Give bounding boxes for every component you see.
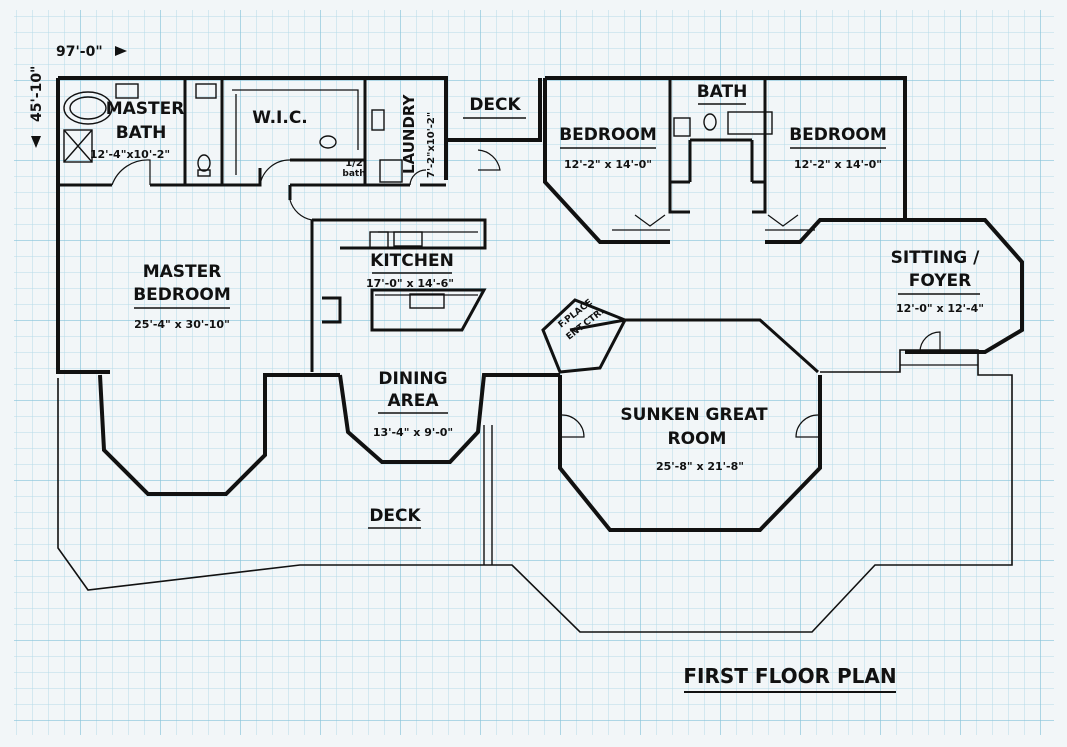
dining-name-1: DINING [378,369,447,389]
overall-depth-dimension: 45'-10" [29,66,45,148]
deck-top-name: DECK [469,95,521,115]
master-bedroom-dims: 25'-4" x 30'-10" [134,318,230,331]
interior-walls [58,78,820,374]
vanity-sink-icon [115,83,139,99]
great-room-name-2: ROOM [668,429,727,449]
dining-name-2: AREA [387,391,439,411]
master-bath-name-2: BATH [116,123,167,143]
toilet-icon [197,154,211,172]
bathtub-icon [63,91,113,125]
bedroom-left-dims: 12'-2" x 14'-0" [564,158,652,171]
master-bedroom-name-2: BEDROOM [133,285,231,305]
laundry-dims: 7'-2"x10'-2" [426,112,437,178]
deck-main-name: DECK [369,506,421,526]
great-room-dims: 25'-8" x 21'-8" [656,460,744,473]
right-arrow-icon [115,46,127,56]
great-room-name-1: SUNKEN GREAT [620,405,768,425]
dining-dims: 13'-4" x 9'-0" [373,426,453,439]
bath-name: BATH [697,82,748,102]
overall-width-label: 97'-0" [56,44,103,60]
exterior-walls [56,76,1024,532]
down-arrow-icon [31,136,41,148]
plan-title: FIRST FLOOR PLAN [683,664,896,688]
door-swings [111,149,941,438]
kitchen-dims: 17'-0" x 14'-6" [366,277,454,290]
closet-shelving [232,89,978,366]
master-bath-name-1: MASTER [106,99,185,119]
sitting-foyer-name-2: FOYER [909,271,971,291]
cooktop-icon [409,293,445,309]
half-bath-name-1: 1/2 [345,158,363,169]
bedroom-right-dims: 12'-2" x 14'-0" [794,158,882,171]
sitting-foyer-dims: 12'-0" x 12'-4" [896,302,984,315]
kitchen-name: KITCHEN [370,251,454,271]
bath-tub-icon [727,111,773,135]
master-bedroom-name-1: MASTER [143,262,222,282]
range-icon [369,231,389,249]
toilet-icon-halfbath [319,135,337,149]
plumbing-fixtures [63,83,773,309]
half-bath-name-2: bath [342,169,365,179]
kitchen-sink-icon [393,231,423,247]
overall-depth-label: 45'-10" [29,66,45,122]
laundry-name: LAUNDRY [400,93,418,174]
wic-name: W.I.C. [252,108,308,128]
sitting-foyer-name-1: SITTING / [891,248,981,268]
shower-icon [63,129,93,163]
overall-width-dimension: 97'-0" [56,44,127,60]
bedroom-right-name: BEDROOM [789,125,887,145]
master-bath-dims: 12'-4"x10'-2" [90,148,170,161]
bedroom-left-name: BEDROOM [559,125,657,145]
